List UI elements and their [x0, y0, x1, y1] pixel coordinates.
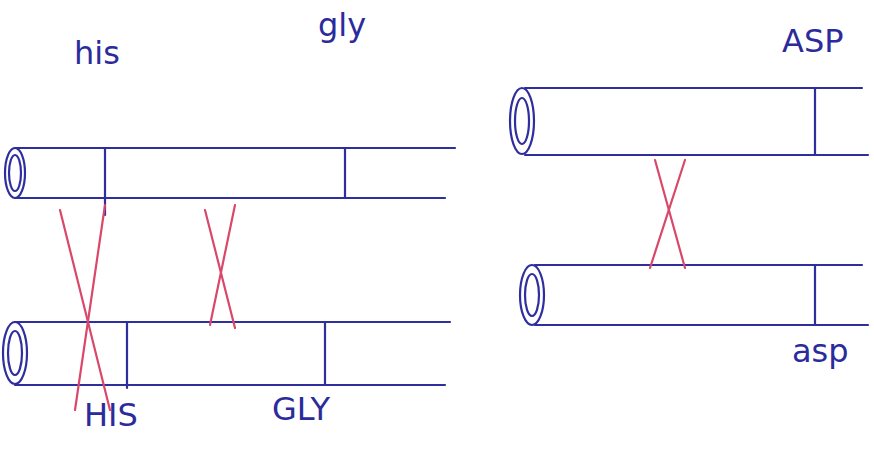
- gene-label: ASP: [782, 24, 844, 59]
- gene-label: his: [74, 36, 120, 71]
- gene-label: gly: [318, 8, 366, 43]
- gene-label: asp: [792, 334, 849, 369]
- gene-label: GLY: [272, 392, 330, 427]
- gene-label: HIS: [84, 398, 138, 433]
